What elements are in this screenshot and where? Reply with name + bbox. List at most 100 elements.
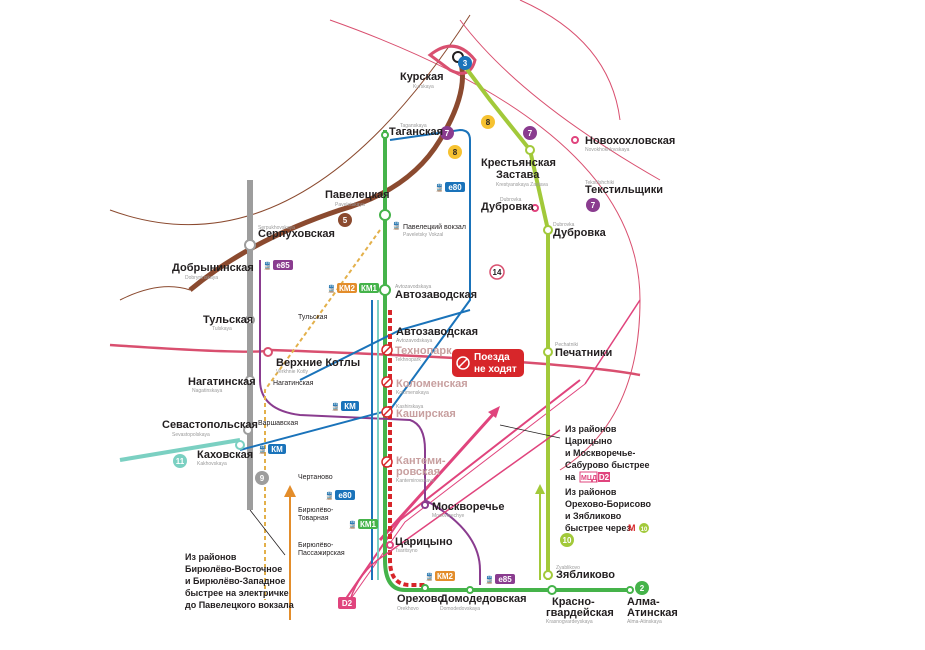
latin-pechatniki: Pechatniki [555,342,578,348]
dot-domodedovskaya [466,586,474,594]
dot-avtozavodskaya [379,284,391,296]
dot-krasnogvardeyskaya [547,585,557,595]
label-avtozavodskaya-a: Автозаводская [395,289,477,301]
line-10-number: 10 [563,536,572,545]
mcd-arrow [378,408,499,542]
latin-kantemirovskaya: Kantemirovskaya [396,478,435,484]
note-tsaritsyno-l5: на [565,472,576,482]
latin-paveletsky-vokzal: Paveletsky Vokzal [403,232,443,238]
train-icon: 🚆 [348,520,357,529]
line-7-number-b: 7 [528,129,533,138]
label-verkhnie-kotly: Верхние Котлы [276,357,360,369]
train-icon: 🚆 [325,491,334,500]
label-sevastopolskaya: Севастопольская [162,419,258,431]
label-kurskaya: Курская [400,71,444,83]
dot-paveletskaya [379,209,391,221]
latin-paveletskaya: Paveletskaya [335,202,365,208]
dot-alma-atinskaya [626,586,634,594]
note-biryulevo-l1: Из районов [185,552,237,562]
label-biryulevo-pass-1: Бирюлёво- [298,542,334,549]
latin-kurskaya: Kurskaya [413,84,434,90]
station-labels: Курская Kurskaya Таганская Taganskaya Но… [162,71,678,625]
km-blue-2 [299,309,471,381]
latin-moskvorechye: Moskvorechye [432,513,464,519]
dot-moskvorechye [421,501,429,509]
label-biryulevo-tov-2: Товарная [298,515,329,522]
label-dobryninskaya: Добрынинская [172,262,254,274]
dot-serpukhovskaya [244,239,256,251]
line-5-ring [188,59,465,292]
line-3-loop [427,44,477,75]
line-9-number: 9 [260,474,265,483]
note-biryulevo-l2: Бирюлёво-Восточное [185,564,282,574]
svg-text:КМ: КМ [344,402,356,411]
svg-text:e80: e80 [338,491,352,500]
note-orekhovo-l1: Из районов [565,487,617,497]
latin-tsaritsyno: Tsaritsyno [395,548,418,554]
label-tulskaya-a: Тульская [203,314,253,326]
latin-kashirskaya: Kashirskaya [396,404,423,410]
latin-avtozavodskaya-a: Avtozavodskaya [395,284,432,290]
dot-pechatniki [543,347,553,357]
line-11-number: 11 [176,457,185,466]
label-alma-atinskaya-1: Алма- [627,596,660,608]
thin-arc-brown-inner [459,19,661,181]
latin-serpukhovskaya: Serpukhovskaya [258,225,295,231]
svg-text:КМ1: КМ1 [360,520,377,529]
label-varshavskaya: Варшавская [258,420,298,427]
label-kantemirovskaya-2: ровская [396,466,440,478]
no-entry-icon [381,344,393,356]
line-8-number-a: 8 [453,148,458,157]
train-badge-km1-a: КМ1 [359,283,379,293]
line-5-ring-left [119,286,191,301]
label-domodedovskaya: Домодедовская [440,593,527,605]
label-dubrovka-a: Дубровка [481,201,535,213]
train-badge-km1-b: 🚆КМ1 [348,519,378,529]
line-14-number: 14 [493,268,502,277]
label-avtozavodskaya-b: Автозаводская [396,326,478,338]
latin-kakhovskaya: Kakhovskaya [197,461,227,467]
line-5-number: 5 [343,216,348,225]
pink-thin-line-1 [329,19,641,471]
closed-section [388,310,425,587]
note-biryulevo-l5: до Павелецкого вокзала [185,600,295,610]
label-tulskaya-b: Тульская [298,314,328,321]
dot-verkhnie-kotly [263,347,273,357]
label-orekhovo: Орехово [397,593,444,605]
dot-kakhovskaya [235,440,245,450]
closed-markers [381,344,393,468]
line-14-mcc-outer [109,343,271,353]
latin-avtozavodskaya-b: Avtozavodskaya [396,338,433,344]
note-line-10-badge: 10 [641,527,648,533]
note-biryulevo-l3: и Бирюлёво-Западное [185,576,285,586]
label-paveletsky-vokzal: Павелецкий вокзал [403,223,466,231]
label-paveletskaya: Павелецкая [325,189,390,201]
note-orekhovo-l2: Орехово-Борисово [565,499,651,509]
dot-taganskaya [381,131,389,139]
no-entry-icon [381,456,393,468]
train-badge-km-b: 🚆КМ [258,444,286,454]
latin-tekstilshchiki: Tekstilshchiki [585,180,614,186]
train-icon: 🚆 [425,572,434,581]
label-biryulevo-tov-1: Бирюлёво- [298,507,334,514]
train-icon: 🚆 [258,445,267,454]
label-taganskaya: Таганская [389,126,443,138]
callout-notes: Из районов Царицыно и Москворечье- Сабур… [185,424,651,610]
latin-dobryninskaya: Dobryninskaya [185,275,218,281]
label-moskvorechye: Москворечье [432,501,505,513]
train-icon: 🚆 [485,575,494,584]
line-7-number-a: 7 [445,129,450,138]
label-pechatniki: Печатники [555,347,612,359]
svg-text:КМ2: КМ2 [437,572,454,581]
train-icon: 🚆 [263,261,272,270]
line-7-track [259,260,481,585]
line-numbers: 3 5 7 7 7 8 8 9 10 11 14 2 D2 [173,56,649,609]
closed-notice-line2: не ходят [474,364,517,375]
label-alma-atinskaya-2: Атинская [627,607,678,619]
latin-krestyanskaya: Krestyanskaya Zastava [496,182,548,188]
label-krestyanskaya-2: Застава [496,169,540,181]
closed-notice: Поезда не ходят [452,349,524,377]
dot-zyablikovo [543,570,553,580]
train-badge-e80-b: 🚆 e80 [325,490,355,500]
